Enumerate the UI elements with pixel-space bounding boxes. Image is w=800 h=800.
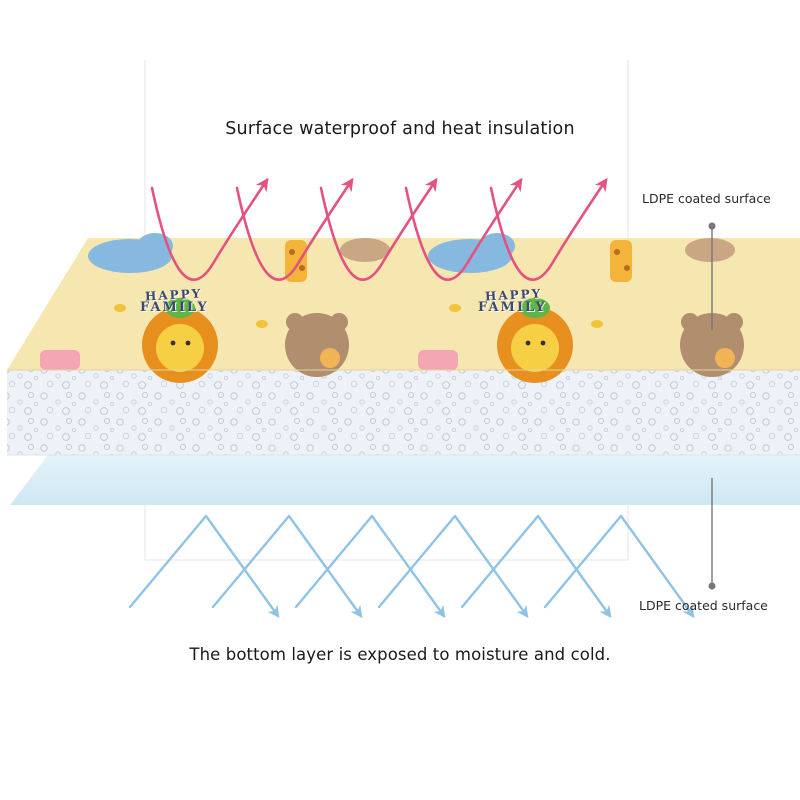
monkey-figure [340, 238, 735, 262]
up-arrow-icon [150, 177, 269, 281]
mat-top-surface [7, 233, 800, 383]
cold-arrows [128, 514, 695, 618]
bee-figure [114, 304, 603, 328]
callout-top [708, 222, 716, 330]
up-arrow-icon [404, 177, 523, 281]
down-right-arrow-icon [460, 514, 612, 618]
callout-top-label: LDPE coated surface [642, 191, 771, 206]
dot-icon [708, 582, 716, 590]
down-right-arrow-icon [543, 514, 695, 618]
parrot-figure [165, 298, 550, 318]
mat-word-family: FAMILY [140, 300, 209, 315]
dot-icon [708, 222, 716, 230]
down-right-arrow-icon [377, 514, 529, 618]
bear-figure [285, 313, 744, 377]
down-right-arrow-icon [211, 514, 363, 618]
top-caption: Surface waterproof and heat insulation [225, 119, 575, 139]
heat-arrows [150, 177, 608, 281]
elephant-figure [88, 233, 515, 273]
bottom-caption: The bottom layer is exposed to moisture … [189, 645, 611, 664]
bottom-film-layer [10, 455, 800, 505]
down-right-arrow-icon [128, 514, 280, 618]
mat-word-family: FAMILY [478, 300, 547, 315]
up-arrow-icon [489, 177, 608, 281]
up-arrow-icon [235, 177, 354, 281]
callout-bottom-label: LDPE coated surface [639, 598, 768, 613]
foam-layer [7, 368, 800, 455]
fox-figure [40, 350, 458, 370]
up-arrow-icon [319, 177, 438, 281]
callout-bottom [708, 478, 716, 590]
giraffe-figure [285, 240, 632, 282]
down-right-arrow-icon [294, 514, 446, 618]
lion-figure [142, 307, 573, 383]
